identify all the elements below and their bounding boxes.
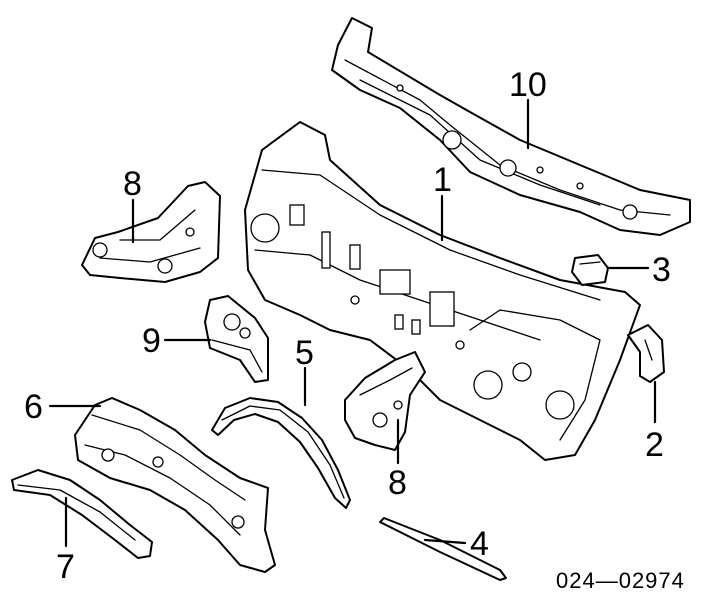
- leader-4: [423, 538, 467, 545]
- part-10-cowl-panel: [331, 17, 691, 236]
- part-7-strut-rail: [11, 469, 153, 559]
- part-9-bracket: [204, 295, 269, 383]
- callout-7: 7: [56, 548, 75, 586]
- callout-10: 10: [509, 66, 547, 104]
- part-6-wheelhouse: [74, 397, 276, 573]
- callout-5: 5: [295, 334, 314, 372]
- callout-8-upper: 8: [123, 165, 142, 203]
- part-4-strip: [379, 517, 507, 581]
- callout-2: 2: [645, 426, 664, 464]
- callout-9: 9: [142, 322, 161, 360]
- leader-lines: [48, 98, 657, 548]
- callouts: 10 1 3 2 8 9 5 6 8 7 4: [24, 66, 671, 586]
- callout-6: 6: [24, 388, 43, 426]
- callout-8-lower: 8: [388, 464, 407, 502]
- part-8-lower-bracket: [344, 351, 426, 451]
- callout-3: 3: [652, 251, 671, 289]
- callout-4: 4: [470, 525, 489, 563]
- part-5-wheel-arch: [211, 397, 351, 509]
- part-2-bracket: [627, 324, 665, 383]
- reference-code: 024—02974: [556, 568, 685, 593]
- callout-1: 1: [433, 161, 452, 199]
- part-1-bulkhead: [244, 121, 641, 461]
- part-3-bracket: [571, 254, 609, 286]
- part-8-upper-bracket: [81, 181, 221, 283]
